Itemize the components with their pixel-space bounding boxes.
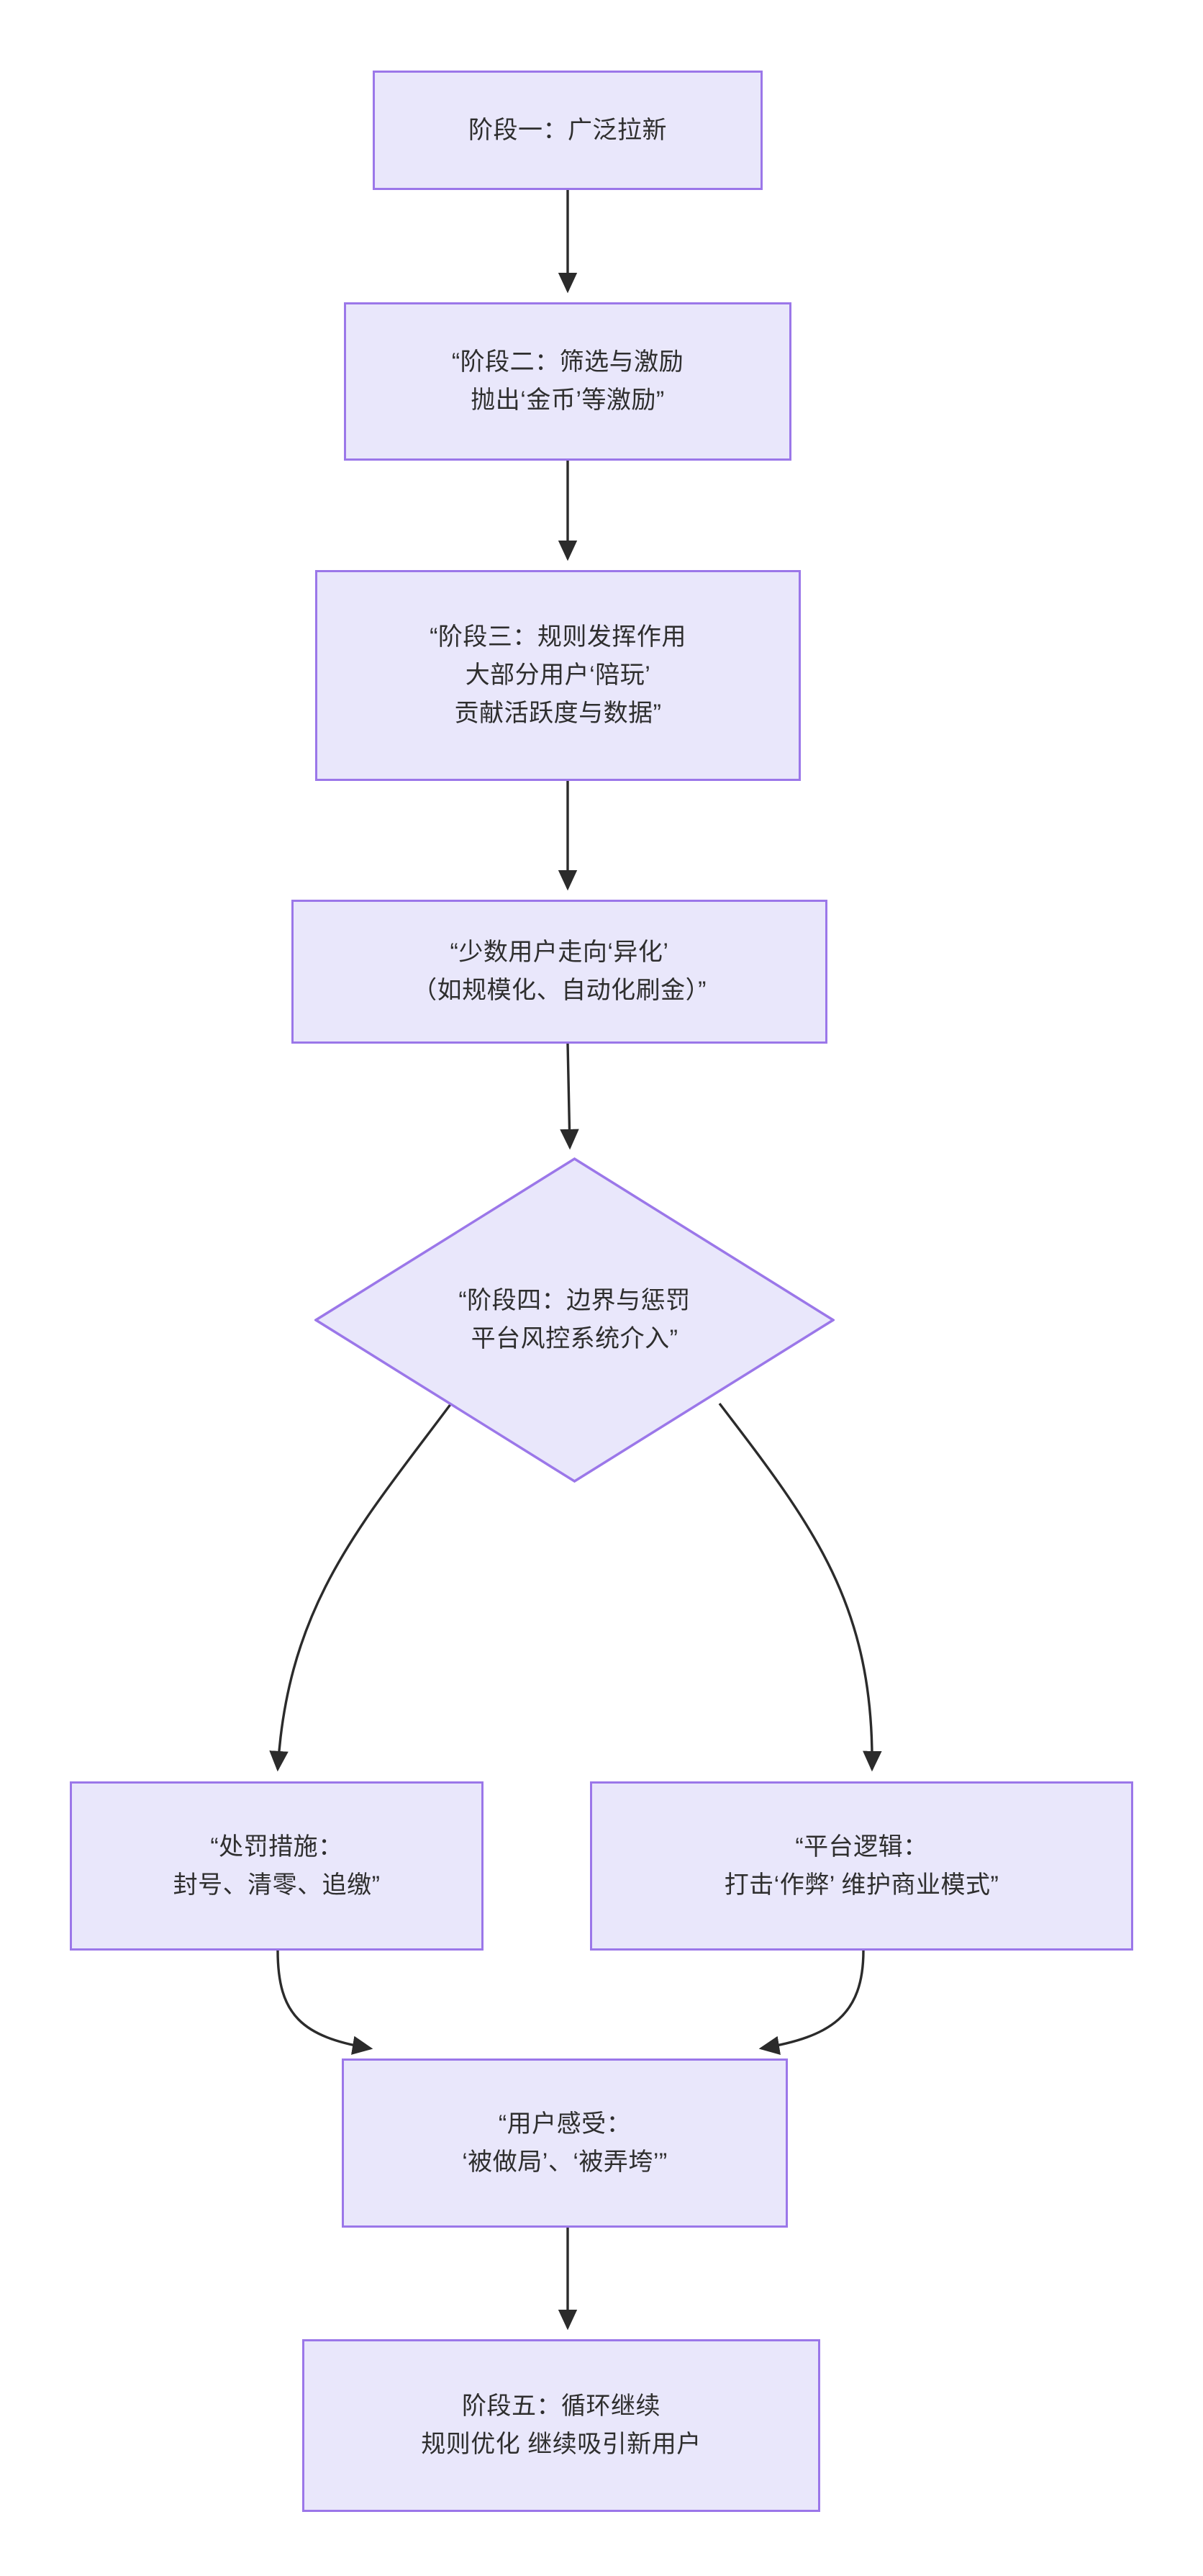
node-user-feeling-label: “用户感受： ‘被做局’、‘被弄垮’” xyxy=(462,2110,668,2176)
node-stage4-label: “阶段四：边界与惩罚 平台风控系统介入” xyxy=(458,1287,691,1352)
edge-punishment-to-user-feeling xyxy=(276,1950,373,2055)
node-stage5[interactable]: 阶段五：循环继续 规则优化 继续吸引新用户 xyxy=(302,2339,820,2512)
edge-platform-logic-to-user-feeling xyxy=(758,1950,865,2055)
node-stage4-decision[interactable]: “阶段四：边界与惩罚 平台风控系统介入” xyxy=(314,1157,835,1483)
diamond-shape xyxy=(314,1157,835,1483)
node-stage1-label: 阶段一：广泛拉新 xyxy=(468,116,667,144)
node-stage2[interactable]: “阶段二：筛选与激励 抛出‘金币’等激励” xyxy=(344,302,791,461)
node-alienation-label: “少数用户走向‘异化’ （如规模化、自动化刷金）” xyxy=(412,939,707,1004)
node-alienation[interactable]: “少数用户走向‘异化’ （如规模化、自动化刷金）” xyxy=(291,900,827,1044)
node-platform-logic-label: “平台逻辑： 打击‘作弊’ 维护商业模式” xyxy=(724,1832,999,1899)
node-punishment[interactable]: “处罚措施： 封号、清零、追缴” xyxy=(70,1781,484,1951)
node-stage3-label: “阶段三：规则发挥作用 大部分用户‘陪玩’ 贡献活跃度与数据” xyxy=(430,623,686,727)
node-punishment-label: “处罚措施： 封号、清零、追缴” xyxy=(173,1832,381,1899)
edge-alienation-to-stage4 xyxy=(560,1043,579,1150)
node-platform-logic[interactable]: “平台逻辑： 打击‘作弊’ 维护商业模式” xyxy=(590,1781,1133,1951)
node-stage5-label: 阶段五：循环继续 规则优化 继续吸引新用户 xyxy=(421,2392,702,2458)
node-user-feeling[interactable]: “用户感受： ‘被做局’、‘被弄垮’” xyxy=(342,2058,788,2228)
node-stage2-label: “阶段二：筛选与激励 抛出‘金币’等激励” xyxy=(451,348,684,414)
node-stage3[interactable]: “阶段三：规则发挥作用 大部分用户‘陪玩’ 贡献活跃度与数据” xyxy=(315,570,801,781)
node-stage1[interactable]: 阶段一：广泛拉新 xyxy=(373,71,763,190)
